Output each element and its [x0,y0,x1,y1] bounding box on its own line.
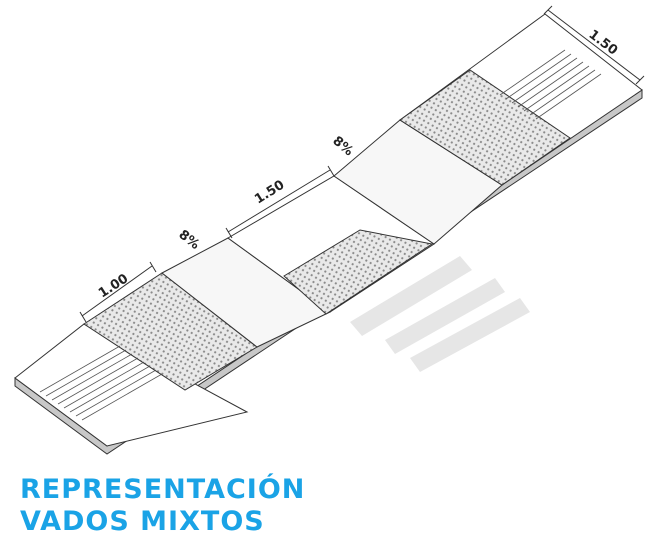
slope-label-right: 8% [329,134,356,160]
left-grooves [39,345,163,421]
crosswalk-stripe [350,256,472,336]
crosswalk-stripe [385,278,505,354]
dimension-lines [79,5,645,323]
slope-label-left: 8% [176,227,203,252]
center-tactile-strip [283,229,434,315]
right-grooves [499,49,602,120]
crosswalk-stripes [350,256,530,372]
caption-line-2: VADOS MIXTOS [20,506,265,537]
caption-line-1: REPRESENTACIÓN [20,474,306,505]
dimension-label-2: 1.50 [252,178,287,208]
left-platform [14,323,249,447]
right-tactile-strip [399,69,571,186]
caption: REPRESENTACIÓN VADOS MIXTOS [20,474,305,538]
crosswalk-stripe [410,298,530,372]
